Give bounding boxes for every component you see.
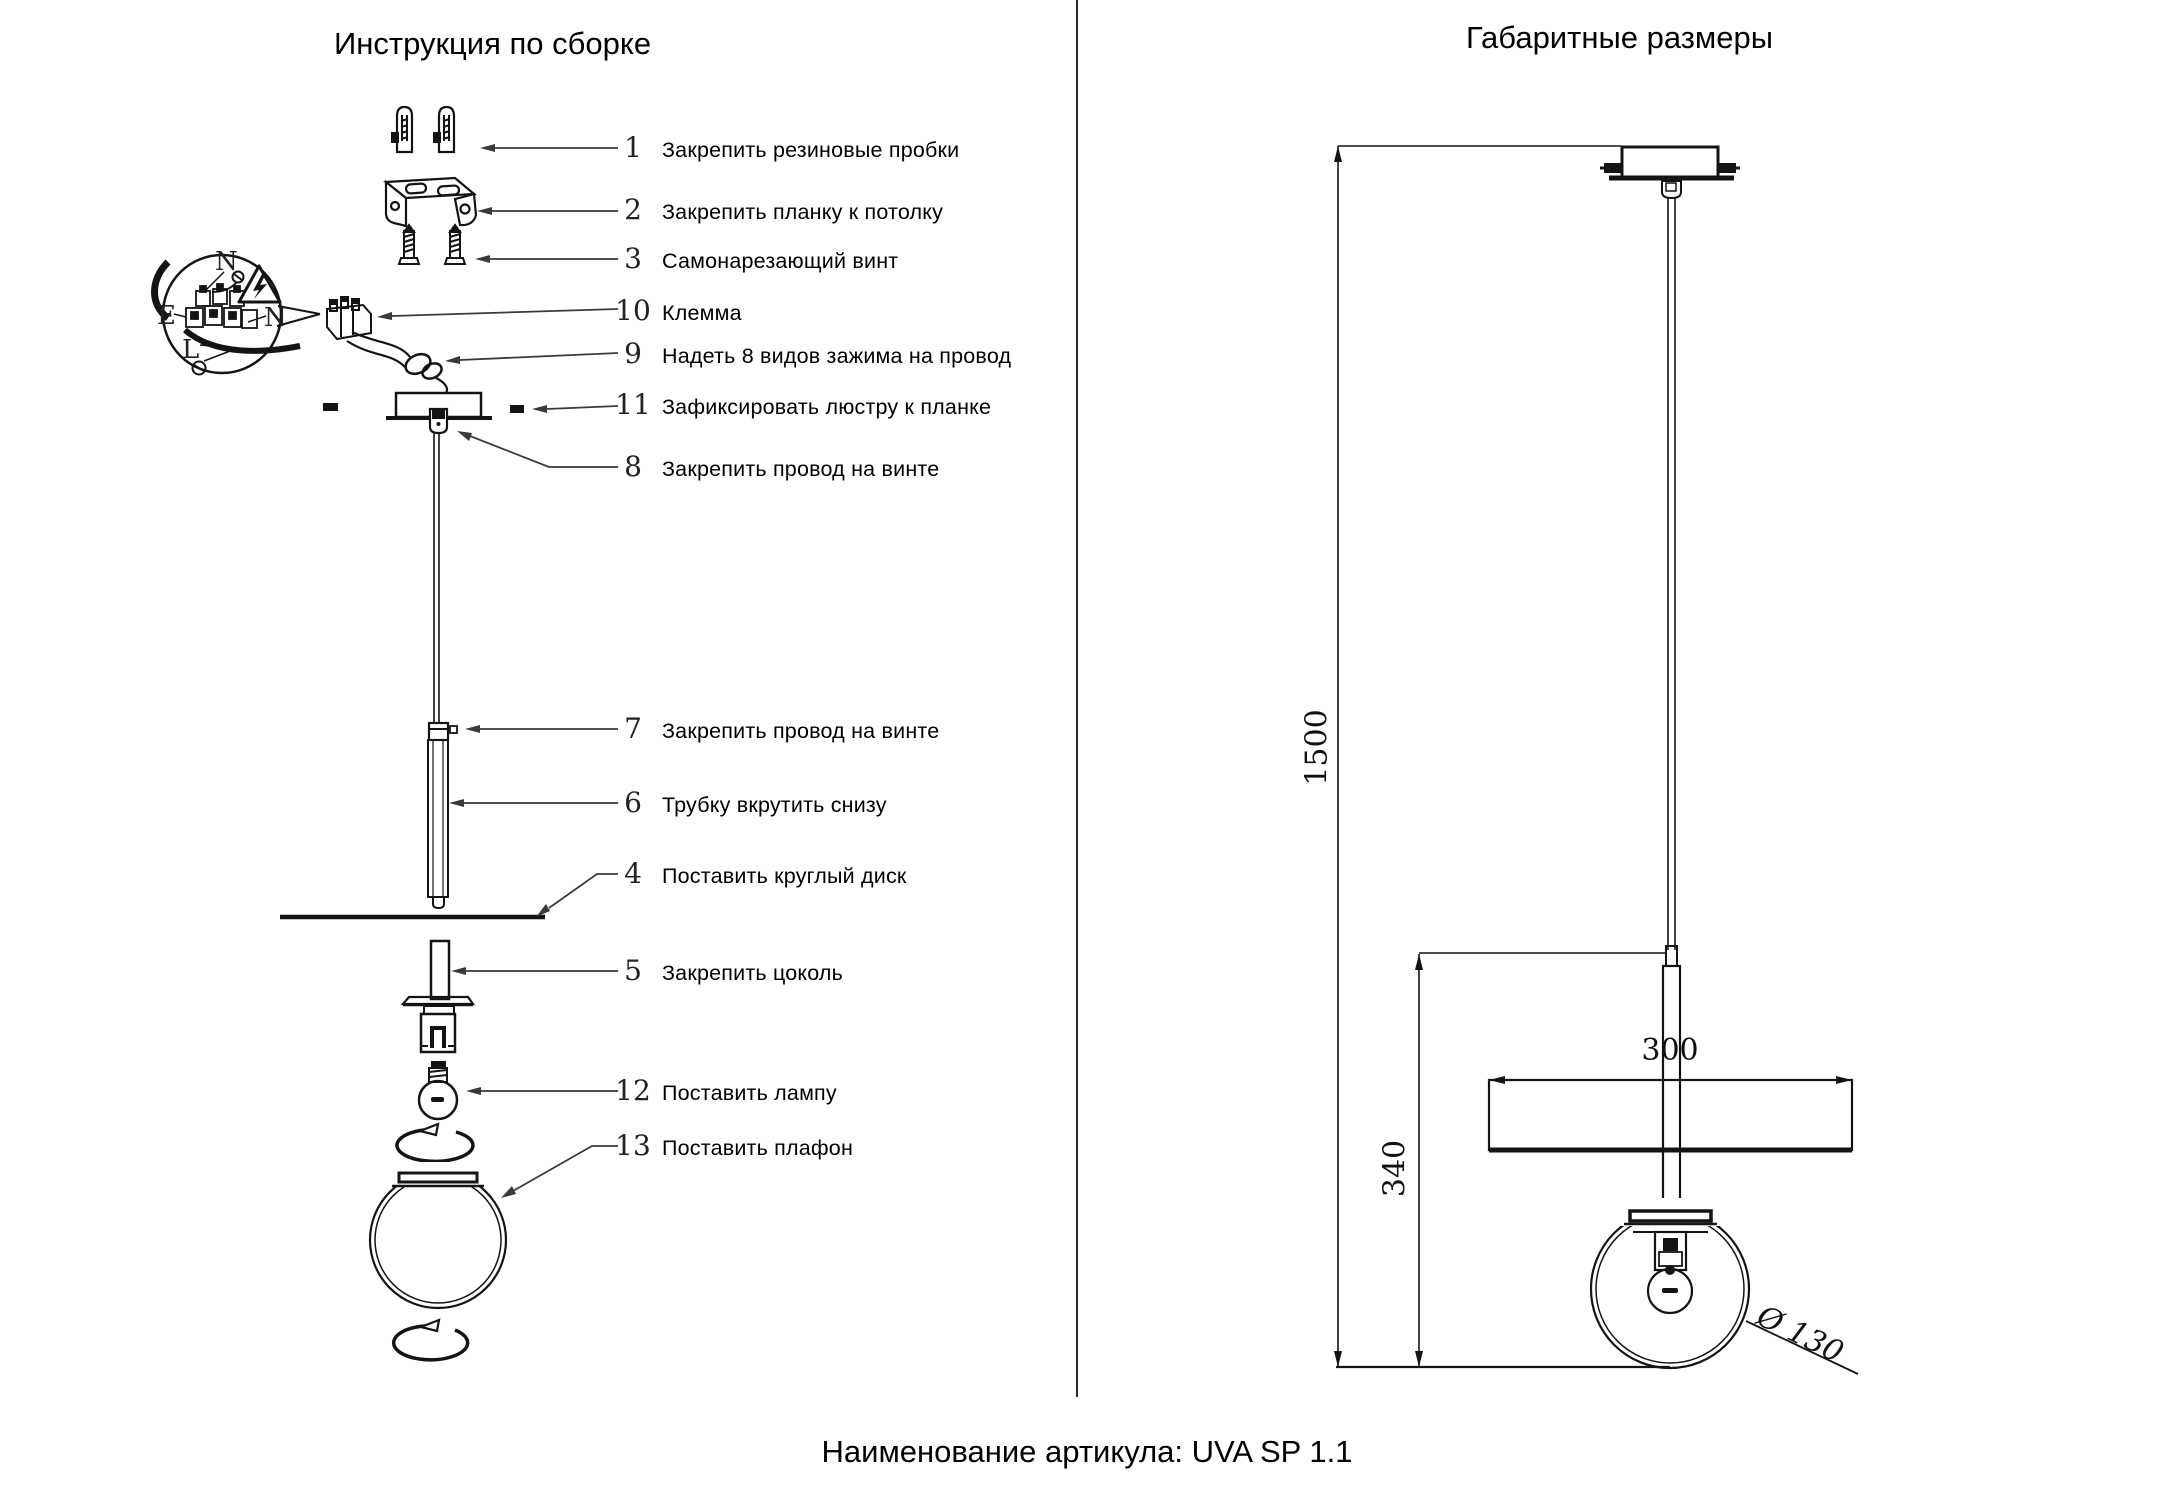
step-label-10: 10 Клемма xyxy=(604,294,742,327)
step-label-12: 12 Поставить лампу xyxy=(604,1074,837,1107)
dim-label-300: 300 xyxy=(1641,1033,1699,1068)
step-label-9: 9 Надеть 8 видов зажима на провод xyxy=(604,337,1011,370)
pendant-rod-drawing xyxy=(1667,198,1676,950)
step-label-6: 6 Трубку вкрутить снизу xyxy=(604,786,887,819)
step-number: 8 xyxy=(624,450,642,483)
wiring-label-e-left: E xyxy=(157,301,176,331)
wiring-detail-circle xyxy=(151,253,321,376)
step-number: 9 xyxy=(624,337,642,370)
step-label-7: 7 Закрепить провод на винте xyxy=(604,712,939,745)
step-text: Зафиксировать люстру к планке xyxy=(662,395,992,419)
step-label-5: 5 Закрепить цоколь xyxy=(604,954,843,987)
step-text: Клемма xyxy=(662,301,742,325)
step-number: 7 xyxy=(624,712,642,745)
step-text: Закрепить планку к потолку xyxy=(662,200,944,224)
step-label-11: 11 Зафиксировать люстру к планке xyxy=(604,388,991,421)
right-panel-title: Габаритные размеры xyxy=(1466,20,1774,55)
dim-label-1500: 1500 xyxy=(1299,709,1335,786)
step-number: 10 xyxy=(615,294,651,327)
screws-drawing xyxy=(397,223,467,265)
step-text: Закрепить цоколь xyxy=(662,961,844,985)
step-number: 3 xyxy=(624,242,642,275)
dim-line-1500 xyxy=(1334,145,1621,1367)
canopy-drawing xyxy=(323,391,524,435)
step-text: Поставить лампу xyxy=(662,1081,837,1105)
mounting-bracket-drawing xyxy=(383,176,478,228)
step-label-8: 8 Закрепить провод на винте xyxy=(604,450,939,483)
wiring-label-l-bottom: L xyxy=(182,335,200,365)
globe-drawing xyxy=(368,1162,508,1310)
leader-lines xyxy=(377,144,619,1198)
step-label-1: 1 Закрепить резиновые пробки xyxy=(604,131,959,164)
terminal-block-drawing xyxy=(326,296,372,341)
step-label-4: 4 Поставить круглый диск xyxy=(604,857,907,890)
suspension-rod-drawing xyxy=(433,433,440,723)
panel-divider xyxy=(1076,0,1078,1397)
rubber-plugs-drawing xyxy=(391,105,456,154)
step-label-13: 13 Поставить плафон xyxy=(604,1129,853,1162)
step-text: Закрепить резиновые пробки xyxy=(662,138,960,162)
bulb-drawing xyxy=(417,1061,459,1121)
step-text: Трубку вкрутить снизу xyxy=(662,793,887,817)
left-panel-title: Инструкция по сборке xyxy=(334,26,652,61)
tube-drawing xyxy=(427,721,458,910)
step-text: Закрепить провод на винте xyxy=(662,457,940,481)
pendant-tube-drawing xyxy=(1661,945,1682,1208)
step-number: 6 xyxy=(624,786,642,819)
warning-triangle-icon xyxy=(237,264,282,304)
disk-drawing xyxy=(1487,1076,1854,1153)
step-number: 12 xyxy=(615,1074,651,1107)
step-number: 13 xyxy=(615,1129,651,1162)
step-label-2: 2 Закрепить планку к потолку xyxy=(604,193,943,226)
step-label-3: 3 Самонарезающий винт xyxy=(604,242,898,275)
rotation-arrow-top xyxy=(395,1122,475,1164)
socket-assembly-drawing xyxy=(400,939,476,1054)
dim-label-340: 340 xyxy=(1377,1139,1413,1198)
dim-line-340 xyxy=(1415,952,1666,1367)
diameter-leader xyxy=(1745,1320,1859,1375)
step-text: Закрепить провод на винте xyxy=(662,719,940,743)
globe-dimension-drawing xyxy=(1589,1198,1751,1370)
article-caption: Наименование артикула: UVA SP 1.1 xyxy=(821,1434,1353,1469)
step-text: Надеть 8 видов зажима на провод xyxy=(662,344,1012,368)
step-number: 5 xyxy=(624,954,642,987)
wiring-label-n-right: N xyxy=(264,303,287,333)
ceiling-mount-drawing xyxy=(1600,145,1740,200)
step-number: 1 xyxy=(624,131,642,164)
step-number: 2 xyxy=(624,193,642,226)
wiring-label-n-top: N xyxy=(215,247,238,277)
rotation-arrow-bottom xyxy=(391,1318,470,1362)
step-number: 4 xyxy=(624,857,642,890)
step-text: Поставить плафон xyxy=(662,1136,854,1160)
step-number: 11 xyxy=(615,388,651,421)
step-text: Самонарезающий винт xyxy=(662,249,899,273)
step-text: Поставить круглый диск xyxy=(662,864,907,888)
